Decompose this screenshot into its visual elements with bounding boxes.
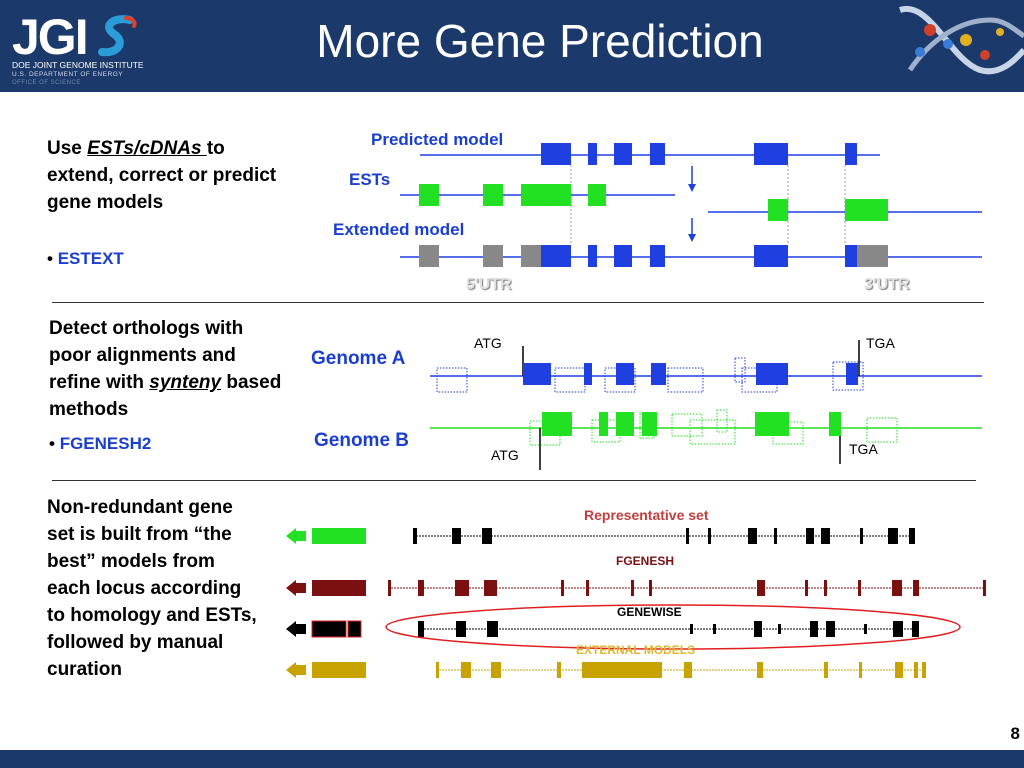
section1-bullet: • ESTEXT [47, 245, 124, 272]
fgenesh2-label: FGENESH2 [59, 434, 152, 453]
ext-utr-2 [483, 245, 503, 267]
a-dashed-1 [436, 367, 468, 393]
b-dashed-5 [689, 419, 736, 445]
fgenesh-track [286, 580, 986, 596]
label-ests: ESTs [349, 170, 391, 189]
slide-title: More Gene Prediction [316, 15, 764, 67]
a-dashed-5 [734, 357, 746, 383]
a-exon-1 [523, 363, 551, 385]
s2-post: based methods [49, 372, 282, 420]
divider-2 [52, 480, 976, 481]
logo-line3: OFFICE OF SCIENCE [12, 80, 81, 86]
ext-utr-1 [419, 245, 439, 267]
label-atg-b: ATG [491, 447, 519, 463]
b-exon-1 [542, 412, 572, 436]
label-external-models: EXTERNAL MODELS [576, 643, 696, 657]
est-5 [768, 199, 788, 221]
label-genome-b: Genome B [314, 430, 410, 451]
label-fgenesh: FGENESH [616, 554, 675, 568]
bullet-dot: • [47, 249, 53, 268]
ext-utr-3 [521, 245, 541, 267]
s2-em: synteny [149, 372, 222, 393]
ext-exon-6 [845, 245, 857, 267]
a-exon-2 [584, 363, 592, 385]
section3-text: Non-redundant gene set is built from “th… [47, 497, 257, 680]
dna-helix-icon [890, 0, 1024, 92]
logo-swoosh-icon [98, 15, 137, 57]
label-tga-b: TGA [849, 441, 878, 457]
section2-text: Detect orthologs with poor alignments an… [49, 315, 289, 423]
label-extended-model: Extended model [333, 220, 465, 239]
label-representative-set: Representative set [584, 507, 709, 523]
b-dashed-8 [866, 417, 898, 443]
est-1 [419, 184, 439, 206]
a-exon-6 [846, 363, 858, 385]
est-6 [845, 199, 888, 221]
label-genewise: GENEWISE [617, 605, 682, 619]
a-exon-3 [616, 363, 634, 385]
estext-label: ESTEXT [57, 249, 124, 268]
representative-track [286, 528, 915, 544]
b-exon-5 [755, 412, 789, 436]
a-dashed-4 [667, 367, 704, 393]
ext-exon-3 [614, 245, 632, 267]
label-tga-a: TGA [866, 335, 895, 351]
s1-em: ESTs/cDNAs [87, 138, 207, 159]
external-track [286, 662, 926, 678]
jgi-logo: JGI DOE JOINT GENOME INSTITUTE U.S. DEPA… [10, 8, 170, 88]
pred-exon-5 [754, 143, 788, 165]
genewise-highlight [385, 604, 961, 650]
label-3utr: 3'UTR [864, 276, 910, 293]
logo-line1: DOE JOINT GENOME INSTITUTE [12, 60, 144, 70]
s1-pre: Use [47, 138, 88, 159]
ext-utr-4 [857, 245, 888, 267]
ext-exon-5 [754, 245, 788, 267]
b-exon-6 [829, 412, 841, 436]
divider-1 [52, 302, 984, 303]
est-4 [588, 184, 606, 206]
ext-exon-1 [541, 245, 571, 267]
ext-exon-4 [650, 245, 665, 267]
pred-exon-2 [588, 143, 597, 165]
label-atg-a: ATG [474, 335, 502, 351]
label-genome-a: Genome A [311, 348, 406, 369]
pred-exon-3 [614, 143, 632, 165]
a-exon-5 [756, 363, 788, 385]
a-dashed-7 [832, 361, 864, 391]
bullet-dot-2: • [49, 434, 55, 453]
b-dashed-6 [716, 409, 728, 433]
b-exon-3 [616, 412, 634, 436]
a-exon-4 [651, 363, 666, 385]
header-bar: JGI DOE JOINT GENOME INSTITUTE U.S. DEPA… [0, 0, 1024, 92]
b-exon-2 [599, 412, 608, 436]
label-5utr: 5'UTR [466, 276, 512, 293]
section1-text: Use ESTs/cDNAs to extend, correct or pre… [47, 135, 277, 216]
s1-post: to extend, correct or predict gene model… [47, 138, 277, 213]
pred-exon-4 [650, 143, 665, 165]
s2-pre: Detect orthologs with poor alignments an… [49, 318, 244, 393]
b-dashed-4 [671, 413, 703, 437]
footer-bar [0, 750, 1024, 768]
est-3 [521, 184, 571, 206]
logo-line2: U.S. DEPARTMENT OF ENERGY [12, 71, 124, 78]
pred-exon-1 [541, 143, 571, 165]
ext-exon-2 [588, 245, 597, 267]
section2-bullet: • FGENESH2 [49, 430, 151, 457]
page-number: 8 [1010, 724, 1020, 743]
est-2 [483, 184, 503, 206]
label-predicted-model: Predicted model [371, 130, 504, 149]
logo-text: JGI [12, 9, 89, 65]
genewise-track [286, 604, 961, 650]
b-exon-4 [642, 412, 657, 436]
a-dashed-6 [741, 367, 778, 393]
pred-exon-6 [845, 143, 857, 165]
